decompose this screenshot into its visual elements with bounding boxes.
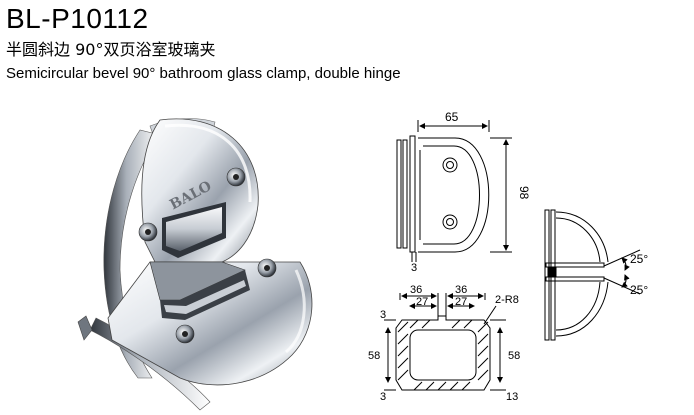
bottom-right-height-label: 58 [508, 350, 520, 362]
bottom-left-inner-label: 27 [416, 296, 428, 308]
front-view-drawing [396, 120, 512, 262]
front-height-label: 98 [517, 186, 531, 200]
front-width-label: 65 [445, 110, 459, 124]
bottom-view-drawing [384, 293, 506, 391]
bottom-radius-label: 2-R8 [495, 294, 519, 306]
bottom-right-margin-label: 13 [506, 391, 518, 403]
bottom-left-margin-label: 3 [380, 391, 386, 403]
product-title-english: Semicircular bevel 90° bathroom glass cl… [6, 65, 401, 82]
bottom-right-inner-label: 27 [455, 296, 467, 308]
bottom-right-outer-label: 36 [455, 284, 467, 296]
side-view-drawing [544, 209, 641, 341]
product-title-chinese: 半圆斜边 90°双页浴室玻璃夹 [6, 40, 216, 59]
bottom-left-height-label: 58 [368, 350, 380, 362]
product-photo: BALO [77, 118, 313, 411]
model-number: BL-P10112 [6, 3, 149, 34]
bottom-left-outer-label: 36 [410, 284, 422, 296]
side-angle-top-label: 25° [630, 252, 648, 266]
bottom-top-margin-label: 3 [380, 309, 386, 321]
front-gap-label: 3 [411, 262, 417, 274]
side-angle-bottom-label: 25° [630, 283, 648, 297]
